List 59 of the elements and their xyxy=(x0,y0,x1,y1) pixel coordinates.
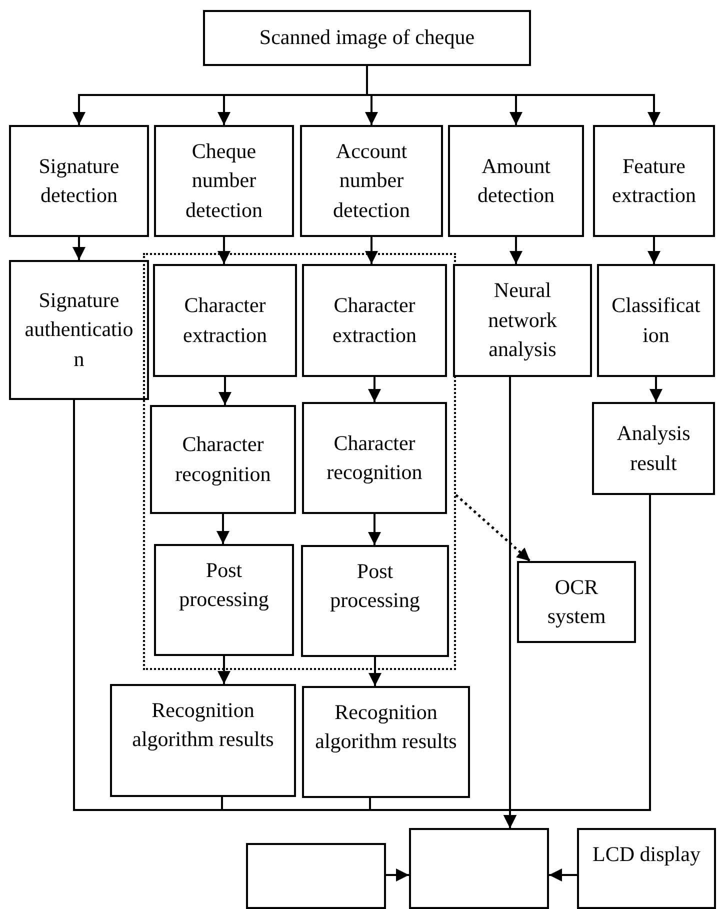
process-box xyxy=(302,264,447,377)
arrow xyxy=(510,237,522,264)
process-box xyxy=(592,402,715,495)
box-label: Character recognition xyxy=(326,430,424,486)
arrow xyxy=(455,494,531,562)
box-label: Character extraction xyxy=(182,292,268,348)
box-label: Classification xyxy=(610,292,702,348)
box-label: OCR system xyxy=(546,574,607,630)
box-label: Recognition algorithm results xyxy=(131,697,275,754)
process-box xyxy=(593,125,715,237)
arrow xyxy=(218,377,232,405)
arrow xyxy=(216,514,230,544)
box-label: Account number detection xyxy=(332,138,411,224)
arrow xyxy=(504,495,651,828)
arrow xyxy=(218,656,230,684)
dotted-group-box xyxy=(143,253,456,670)
box-label: Amount detection xyxy=(476,152,556,209)
arrow xyxy=(368,377,381,402)
process-box xyxy=(448,125,584,237)
arrow xyxy=(648,237,660,264)
process-box xyxy=(154,544,294,656)
arrow xyxy=(549,868,577,882)
process-box xyxy=(203,10,531,66)
arrow xyxy=(368,657,382,686)
box-label: Analysis result xyxy=(616,420,692,476)
arrow xyxy=(72,237,86,260)
empty-box xyxy=(246,843,386,909)
process-box xyxy=(110,684,296,797)
arrow xyxy=(365,237,378,264)
process-box xyxy=(597,264,715,377)
process-box xyxy=(302,686,470,798)
process-box xyxy=(9,260,149,400)
box-label: Post processing xyxy=(329,558,421,614)
box-label: Character extraction xyxy=(332,292,418,348)
process-box xyxy=(301,545,449,657)
box-label: LCD display xyxy=(592,841,700,868)
process-box xyxy=(453,264,592,377)
box-label: Neural network analysis xyxy=(487,277,558,364)
empty-box xyxy=(409,828,549,909)
process-box xyxy=(302,402,447,514)
arrow xyxy=(650,377,662,402)
arrow xyxy=(218,237,230,264)
process-box xyxy=(153,264,297,377)
box-label: Feature extraction xyxy=(611,152,697,209)
process-box xyxy=(9,125,149,237)
box-label: Post processing xyxy=(178,557,270,614)
arrow xyxy=(386,868,409,882)
process-box xyxy=(517,561,636,643)
box-label: Recognition algorithm results xyxy=(314,699,458,756)
process-box xyxy=(154,125,294,237)
process-box xyxy=(150,405,296,514)
box-label: Scanned image of cheque xyxy=(259,24,475,52)
box-label: Signature authentication xyxy=(24,286,134,373)
box-label: Signature detection xyxy=(38,152,120,209)
box-label: Character recognition xyxy=(174,431,272,488)
arrow xyxy=(368,514,381,545)
process-box xyxy=(577,828,716,909)
box-label: Cheque number detection xyxy=(184,138,264,224)
process-box xyxy=(300,125,443,237)
